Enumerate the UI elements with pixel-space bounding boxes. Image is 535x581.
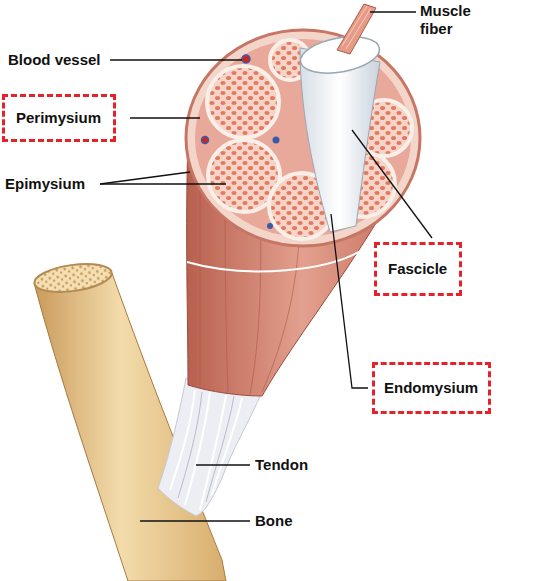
- part-label: Bone: [255, 512, 293, 530]
- highlight-box: Endomysium: [372, 362, 491, 414]
- structure-label: Fascicle: [388, 260, 448, 278]
- highlight-box: Perimysium: [2, 94, 116, 142]
- part-label: Epimysium: [5, 175, 85, 193]
- structure-label: Perimysium: [16, 109, 102, 127]
- part-label: Tendon: [255, 456, 308, 474]
- part-label: Muscle fiber: [420, 2, 484, 38]
- structure-label: Endomysium: [384, 379, 479, 397]
- part-label: Blood vessel: [8, 51, 101, 69]
- highlight-box: Fascicle: [374, 242, 462, 296]
